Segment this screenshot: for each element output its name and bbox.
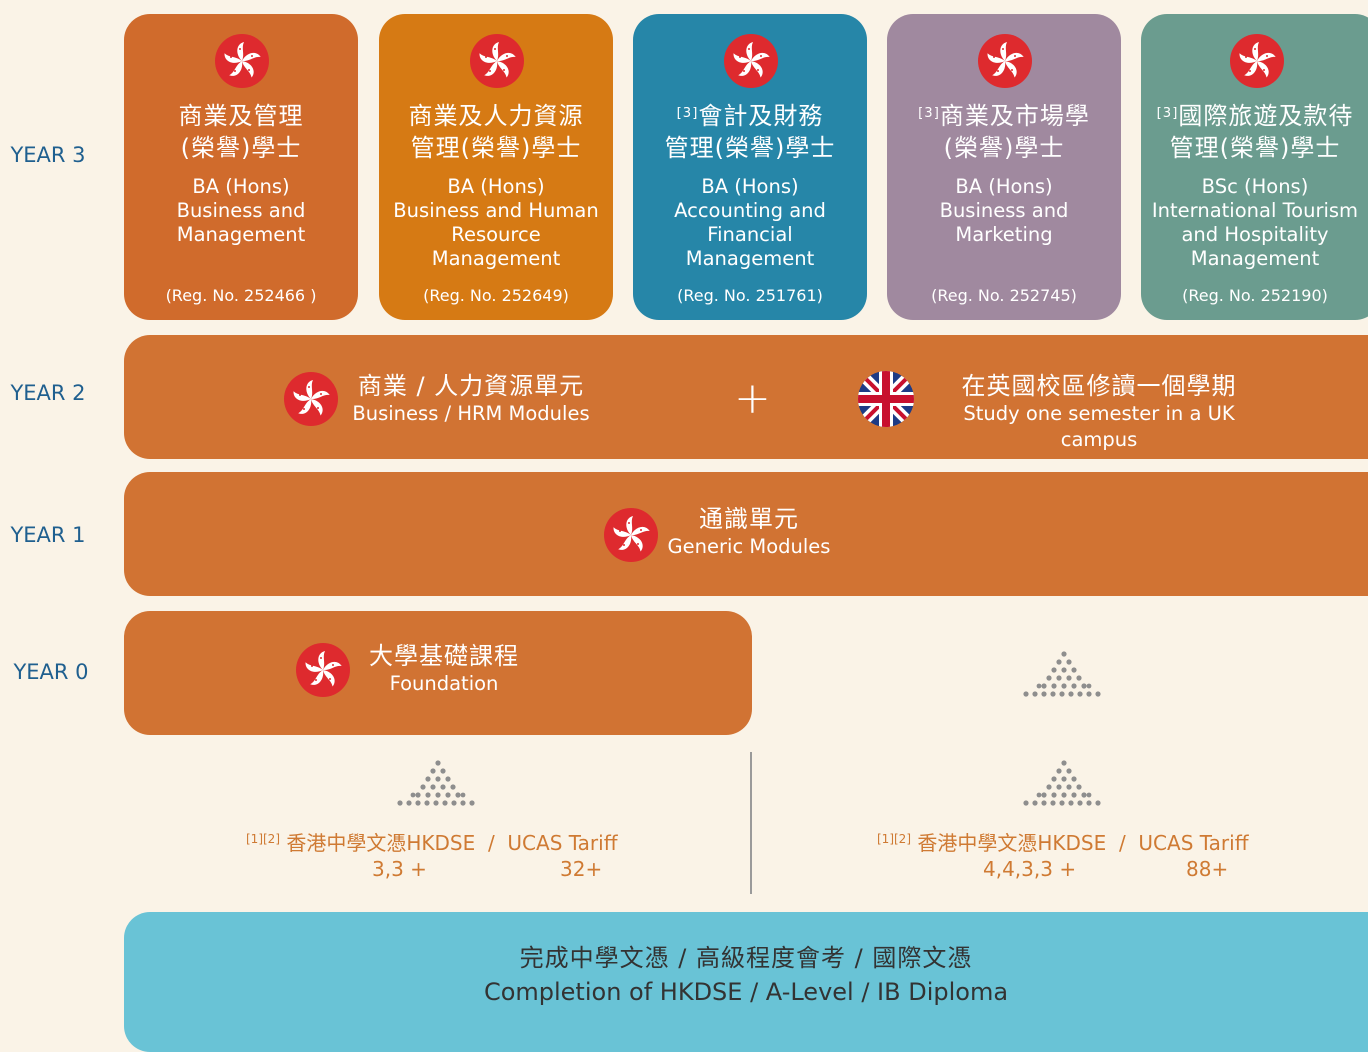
hkdse-score-right: 4,4,3,3 + bbox=[983, 857, 1077, 881]
ucas-score-right: 88+ bbox=[1186, 857, 1229, 881]
hong-kong-flag-icon bbox=[724, 34, 778, 88]
year-3-label: YEAR 3 bbox=[10, 143, 86, 167]
programme-card-accounting-finance: [3]會計及財務管理(榮譽)學士 BA (Hons)Accounting and… bbox=[633, 14, 867, 320]
registration-number: (Reg. No. 252745) bbox=[931, 286, 1077, 305]
entry-requirement-right: [1][2] 香港中學文憑HKDSE / UCAS Tariff bbox=[877, 831, 1249, 855]
footnote-marker: [1][2] bbox=[246, 832, 280, 846]
registration-number: (Reg. No. 252466 ) bbox=[165, 286, 317, 305]
hong-kong-flag-icon bbox=[296, 643, 350, 697]
year-0-label: YEAR 0 bbox=[13, 660, 89, 684]
completion-en: Completion of HKDSE / A-Level / IB Diplo… bbox=[483, 978, 1009, 1006]
programme-card-tourism-hospitality: [3]國際旅遊及款待管理(榮譽)學士 BSc (Hons)Internation… bbox=[1141, 14, 1368, 320]
year-1-band: 通識單元 Generic Modules bbox=[124, 472, 1368, 596]
programme-title-zh: 商業及人力資源管理(榮譽)學士 bbox=[408, 102, 584, 162]
programme-title-zh: 商業及管理(榮譽)學士 bbox=[178, 102, 304, 162]
dot-pyramid-icon bbox=[1023, 651, 1101, 697]
footnote-marker: [3] bbox=[918, 106, 940, 121]
dot-pyramid-icon bbox=[1023, 760, 1101, 806]
hong-kong-flag-icon bbox=[1230, 34, 1284, 88]
hkdse-score-left: 3,3 + bbox=[372, 857, 427, 881]
ucas-score-left: 32+ bbox=[560, 857, 603, 881]
year-2-label: YEAR 2 bbox=[10, 381, 86, 405]
business-hrm-modules: 商業 / 人力資源單元 Business / HRM Modules bbox=[352, 372, 590, 425]
uk-flag-icon bbox=[858, 371, 914, 427]
divider-line bbox=[750, 752, 752, 894]
footnote-marker: [1][2] bbox=[877, 832, 911, 846]
programme-title-zh: [3]國際旅遊及款待管理(榮譽)學士 bbox=[1156, 102, 1354, 162]
hong-kong-flag-icon bbox=[470, 34, 524, 88]
uk-campus-semester: 在英國校區修讀一個學期 Study one semester in a UK c… bbox=[961, 372, 1237, 451]
year-1-label: YEAR 1 bbox=[10, 523, 86, 547]
generic-modules: 通識單元 Generic Modules bbox=[667, 505, 831, 558]
entry-requirement-left: [1][2] 香港中學文憑HKDSE / UCAS Tariff bbox=[246, 831, 618, 855]
footnote-marker: [3] bbox=[1156, 106, 1179, 121]
foundation-programme: 大學基礎課程 Foundation bbox=[369, 642, 519, 695]
registration-number: (Reg. No. 251761) bbox=[677, 286, 823, 305]
hong-kong-flag-icon bbox=[284, 372, 338, 426]
hong-kong-flag-icon bbox=[978, 34, 1032, 88]
programme-title-zh: [3]會計及財務管理(榮譽)學士 bbox=[664, 102, 836, 162]
programme-card-business-hrm: 商業及人力資源管理(榮譽)學士 BA (Hons)Business and Hu… bbox=[379, 14, 613, 320]
programme-title-zh: [3]商業及市場學(榮譽)學士 bbox=[918, 102, 1090, 162]
registration-number: (Reg. No. 252190) bbox=[1182, 286, 1328, 305]
year-0-band: 大學基礎課程 Foundation bbox=[124, 611, 752, 735]
year-2-band: 商業 / 人力資源單元 Business / HRM Modules + 在英國… bbox=[124, 335, 1368, 459]
plus-sign: + bbox=[734, 373, 771, 424]
footnote-marker: [3] bbox=[676, 106, 699, 121]
registration-number: (Reg. No. 252649) bbox=[423, 286, 569, 305]
hong-kong-flag-icon bbox=[215, 34, 269, 88]
completion-band: 完成中學文憑 / 高級程度會考 / 國際文憑 Completion of HKD… bbox=[124, 912, 1368, 1052]
hong-kong-flag-icon bbox=[604, 508, 658, 562]
dot-pyramid-icon bbox=[397, 760, 475, 806]
completion-zh: 完成中學文憑 / 高級程度會考 / 國際文憑 bbox=[519, 944, 973, 972]
